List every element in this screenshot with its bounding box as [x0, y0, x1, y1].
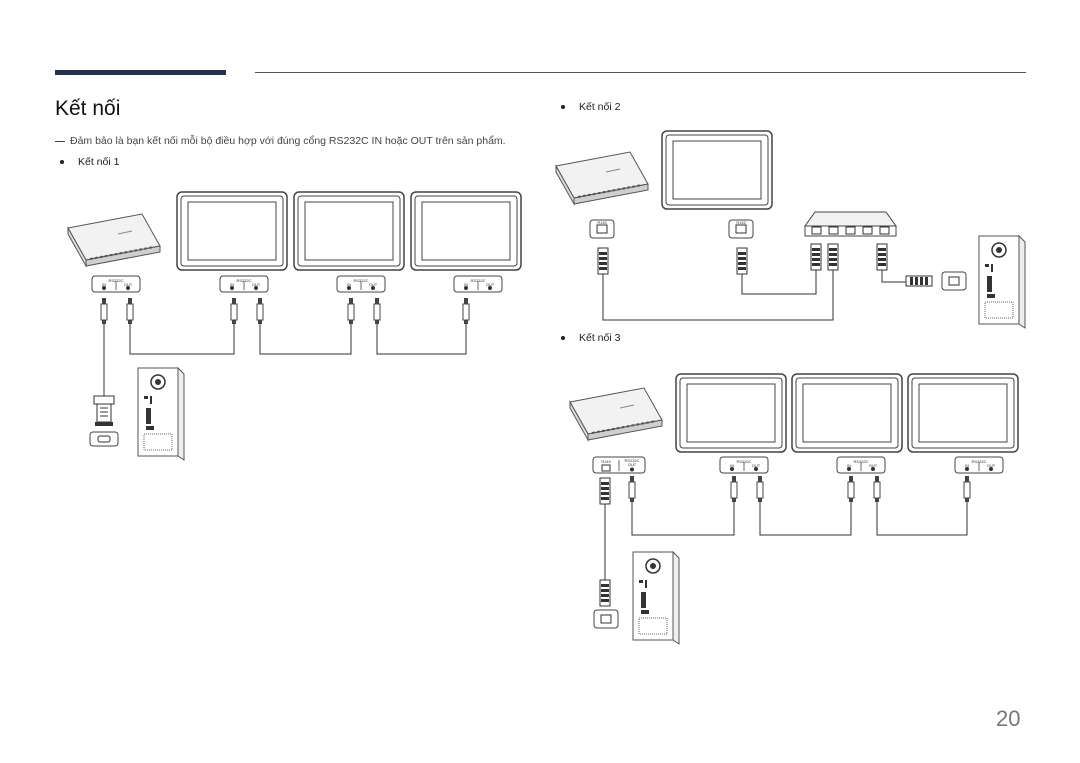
port-label-out: OUT — [252, 282, 261, 287]
port-label-in: IN — [102, 282, 106, 287]
rj45-plug-icon — [597, 247, 609, 275]
d-sub-connector-icon — [89, 395, 119, 447]
note-text: Đảm bảo là bạn kết nối mỗi bộ điều hợp v… — [55, 135, 506, 147]
port-label-rs232c: RS232C — [736, 459, 751, 464]
rj45-plug-icon — [876, 243, 888, 271]
rj45-rs232c-port-group: RJ45 RS232C OUT — [592, 456, 646, 474]
header-rule — [255, 72, 1026, 73]
port-label-rs232c: RS232C — [353, 278, 368, 283]
port-label-out: OUT — [628, 462, 637, 467]
port-label-rj45: RJ45 — [736, 220, 746, 225]
port-label-out: OUT — [369, 282, 378, 287]
rj45-plug-icon — [599, 477, 611, 505]
stereo-jack-icon — [100, 297, 108, 325]
note-dash-icon — [55, 140, 65, 142]
rj45-port-group: RJ45 — [728, 219, 754, 239]
bullet-connection-3: Kết nối 3 — [561, 332, 620, 344]
bullet-label: Kết nối 1 — [78, 156, 120, 168]
rj45-plug-icon — [736, 247, 748, 275]
set-top-device-icon — [569, 387, 663, 441]
bullet-dot-icon — [60, 160, 64, 165]
stereo-jack-icon — [847, 475, 855, 503]
port-label-out: OUT — [869, 463, 878, 468]
note-text-content: Đảm bảo là bạn kết nối mỗi bộ điều hợp v… — [70, 135, 506, 147]
port-label-rs232c: RS232C — [853, 459, 868, 464]
stereo-jack-icon — [126, 297, 134, 325]
network-switch-icon — [804, 211, 897, 237]
display-monitor-icon — [410, 191, 522, 271]
rj45-plug-icon — [810, 243, 822, 271]
rs232c-port-group: RS232C IN OUT — [453, 275, 503, 293]
rs232c-port-group: RS232C IN OUT — [91, 275, 141, 293]
rs232c-port-group: RS232C IN OUT — [954, 456, 1004, 474]
port-label-out: OUT — [752, 463, 761, 468]
diagram-connection-2: RJ45 RJ45 — [555, 130, 1026, 329]
port-label-in: IN — [230, 282, 234, 287]
display-monitor-icon — [907, 373, 1019, 453]
computer-tower-icon — [137, 367, 185, 461]
diagram-connection-3: RJ45 RS232C OUT RS232C IN OUT RS232C IN … — [569, 373, 1019, 645]
rs232c-port-group: RS232C IN OUT — [836, 456, 886, 474]
rj45-plug-icon — [599, 579, 611, 607]
bullet-label: Kết nối 3 — [579, 332, 621, 344]
pc-lan-port-icon — [593, 609, 619, 629]
display-monitor-icon — [661, 130, 773, 210]
stereo-jack-icon — [462, 297, 470, 325]
port-label-rs232c: RS232C — [236, 278, 251, 283]
display-monitor-icon — [675, 373, 787, 453]
rj45-plug-icon — [827, 243, 839, 271]
port-label-in: IN — [730, 463, 734, 468]
stereo-jack-icon — [730, 475, 738, 503]
stereo-jack-icon — [256, 297, 264, 325]
display-monitor-icon — [791, 373, 903, 453]
stereo-jack-icon — [963, 475, 971, 503]
computer-tower-icon — [632, 551, 680, 645]
stereo-jack-icon — [230, 297, 238, 325]
display-monitor-icon — [293, 191, 405, 271]
bullet-dot-icon — [561, 336, 565, 341]
port-label-rj45: RJ45 — [601, 459, 611, 464]
port-label-in: IN — [847, 463, 851, 468]
page-title: Kết nối — [55, 97, 121, 120]
diagram-connection-1: RS232C IN OUT RS232C IN OUT RS232C IN OU… — [67, 191, 522, 461]
port-label-in: IN — [347, 282, 351, 287]
stereo-jack-icon — [347, 297, 355, 325]
stereo-jack-icon — [373, 297, 381, 325]
port-label-out: OUT — [987, 463, 996, 468]
set-top-device-icon — [67, 213, 161, 267]
port-label-rj45: RJ45 — [597, 220, 607, 225]
port-label-rs232c: RS232C — [624, 458, 639, 463]
pc-lan-port-icon — [941, 271, 967, 291]
rj45-plug-horizontal-icon — [905, 275, 933, 287]
rs232c-port-group: RS232C IN OUT — [336, 275, 386, 293]
port-label-out: OUT — [486, 282, 495, 287]
stereo-jack-icon — [628, 475, 636, 503]
header-accent-bar — [55, 70, 226, 75]
set-top-device-icon — [555, 151, 649, 205]
port-label-rs232c: RS232C — [470, 278, 485, 283]
stereo-jack-icon — [756, 475, 764, 503]
display-monitor-icon — [176, 191, 288, 271]
port-label-rs232c: RS232C — [971, 459, 986, 464]
rs232c-port-group: RS232C IN OUT — [719, 456, 769, 474]
stereo-jack-icon — [873, 475, 881, 503]
port-label-in: IN — [464, 282, 468, 287]
bullet-connection-1: Kết nối 1 — [60, 156, 119, 168]
port-label-out: OUT — [124, 282, 133, 287]
computer-tower-icon — [978, 235, 1026, 329]
bullet-connection-2: Kết nối 2 — [561, 101, 620, 113]
rs232c-port-group: RS232C IN OUT — [219, 275, 269, 293]
page-number: 20 — [996, 706, 1021, 731]
port-label-rs232c: RS232C — [108, 278, 123, 283]
rj45-port-group: RJ45 — [589, 219, 615, 239]
port-label-in: IN — [965, 463, 969, 468]
bullet-label: Kết nối 2 — [579, 101, 621, 113]
bullet-dot-icon — [561, 105, 565, 110]
